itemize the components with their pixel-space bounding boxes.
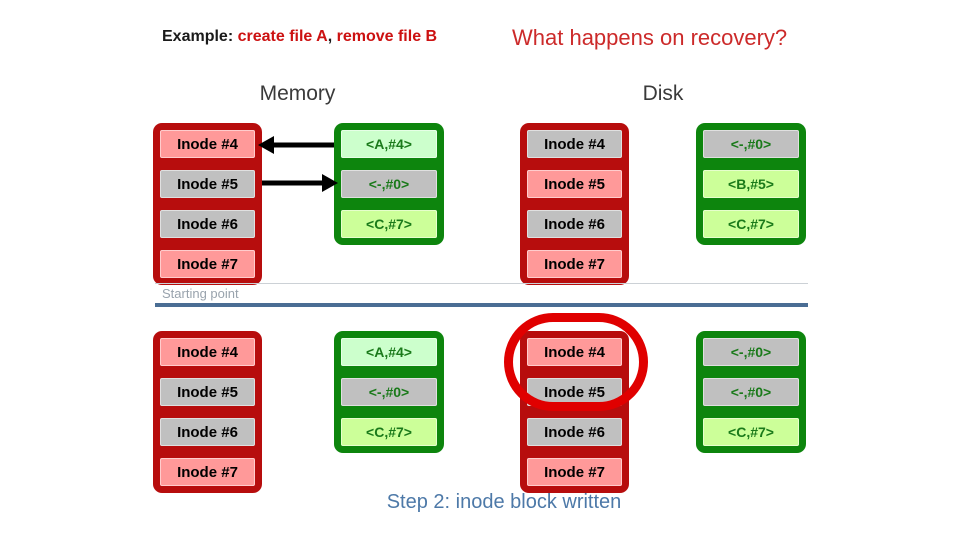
data-block-cell: <-,#0> <box>703 130 799 158</box>
example-action-2: remove file B <box>336 28 438 45</box>
data-block-cell: <-,#0> <box>341 378 437 406</box>
data-block-cell: <-,#0> <box>703 338 799 366</box>
inode-cell: Inode #6 <box>527 418 622 446</box>
block-to-inode4-arrow <box>258 136 334 154</box>
data-block-cell: <C,#7> <box>341 418 437 446</box>
example-separator: , <box>327 28 337 45</box>
example-prefix: Example: <box>162 28 238 45</box>
inode-cell: Inode #5 <box>160 170 255 198</box>
question-title: What happens on recovery? <box>512 25 788 50</box>
inode-cell: Inode #7 <box>160 250 255 278</box>
data-block-cell: <A,#4> <box>341 338 437 366</box>
data-block-cell: <-,#0> <box>341 170 437 198</box>
top-memory-data-stack: <A,#4> <-,#0> <C,#7> <box>334 123 444 245</box>
data-block-cell: <-,#0> <box>703 378 799 406</box>
disk-column-header: Disk <box>642 82 684 105</box>
top-disk-data-stack: <-,#0> <B,#5> <C,#7> <box>696 123 806 245</box>
memory-column-header: Memory <box>259 82 336 105</box>
data-block-cell: <C,#7> <box>703 210 799 238</box>
inode-cell: Inode #6 <box>527 210 622 238</box>
inode-cell: Inode #4 <box>160 338 255 366</box>
inode-cell: Inode #6 <box>160 210 255 238</box>
example-action-1: create file A <box>237 28 328 45</box>
inode-cell: Inode #4 <box>160 130 255 158</box>
divider-thin-rule <box>155 283 808 284</box>
bottom-disk-data-stack: <-,#0> <-,#0> <C,#7> <box>696 331 806 453</box>
step-caption: Step 2: inode block written <box>386 491 622 513</box>
data-block-cell: <B,#5> <box>703 170 799 198</box>
inode5-to-block-arrow <box>262 174 338 192</box>
inode-cell: Inode #5 <box>527 170 622 198</box>
example-title: Example: create file A, remove file B <box>162 28 437 46</box>
data-block-cell: <C,#7> <box>341 210 437 238</box>
inode-cell: Inode #7 <box>160 458 255 486</box>
bottom-memory-inode-stack: Inode #4 Inode #5 Inode #6 Inode #7 <box>153 331 262 493</box>
starting-point-label: Starting point <box>162 286 239 301</box>
pointer-arrows <box>258 136 338 192</box>
divider-blue-line <box>155 303 808 307</box>
inode-block-highlight-oval <box>504 313 648 411</box>
top-memory-inode-stack: Inode #4 Inode #5 Inode #6 Inode #7 <box>153 123 262 285</box>
data-block-cell: <C,#7> <box>703 418 799 446</box>
inode-cell: Inode #4 <box>527 130 622 158</box>
inode-cell: Inode #5 <box>160 378 255 406</box>
inode-cell: Inode #7 <box>527 458 622 486</box>
inode-cell: Inode #7 <box>527 250 622 278</box>
inode-cell: Inode #6 <box>160 418 255 446</box>
bottom-memory-data-stack: <A,#4> <-,#0> <C,#7> <box>334 331 444 453</box>
top-disk-inode-stack: Inode #4 Inode #5 Inode #6 Inode #7 <box>520 123 629 285</box>
data-block-cell: <A,#4> <box>341 130 437 158</box>
